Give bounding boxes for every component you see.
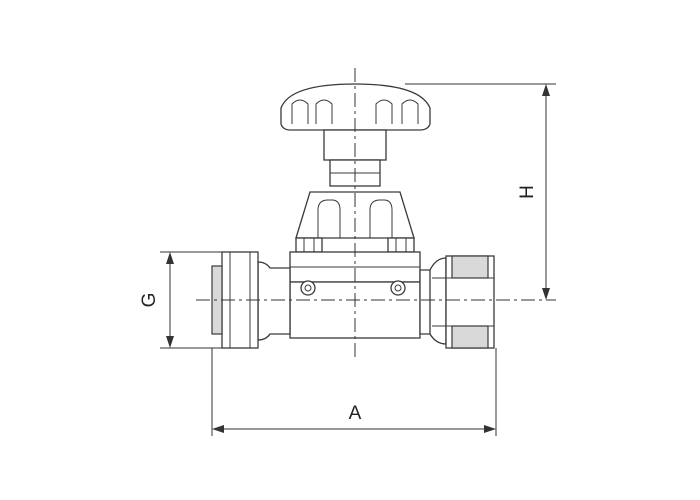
- dimension-a-label: A: [349, 403, 362, 424]
- dimension-g-label: G: [139, 293, 160, 308]
- dimension-h-label: H: [517, 185, 538, 199]
- bonnet: [295, 191, 415, 239]
- dimension-h: H: [405, 83, 556, 300]
- upper-bolts: [295, 237, 415, 253]
- centerlines: [196, 68, 556, 360]
- right-connection: [419, 255, 495, 349]
- dimension-a: A: [211, 348, 497, 436]
- valve-body: [289, 251, 421, 339]
- dimension-g: G: [139, 251, 222, 349]
